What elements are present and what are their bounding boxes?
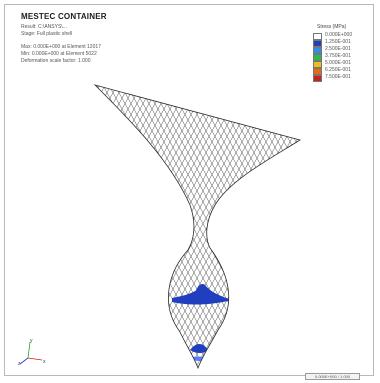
legend-swatch xyxy=(313,33,322,40)
legend-entry: 3.750E-001 xyxy=(313,53,363,61)
stress-contour xyxy=(190,344,208,353)
legend-swatch xyxy=(313,54,322,61)
legend-label: 0.000E+000 xyxy=(325,32,353,38)
axis-triad-icon: x y z xyxy=(18,338,46,366)
legend-label: 5.000E-001 xyxy=(325,60,351,66)
status-indicator: 0.000E+000 / 1.000 xyxy=(305,373,360,380)
legend-swatch xyxy=(313,68,322,75)
stress-contour xyxy=(196,284,208,290)
legend-entry: 6.250E-001 xyxy=(313,67,363,75)
legend-swatch xyxy=(313,61,322,68)
triad-axis-label: y xyxy=(30,338,33,344)
legend-entry: 0.000E+000 xyxy=(313,32,363,40)
info-line: Result: C:\ANSYS\... xyxy=(21,24,67,30)
legend-label: 3.750E-001 xyxy=(325,53,351,59)
legend-entry: 1.250E-001 xyxy=(313,39,363,47)
legend-label: 7.500E-001 xyxy=(325,74,351,80)
stress-contour xyxy=(172,284,232,305)
legend-swatch xyxy=(313,47,322,54)
info-line: Min: 0.000E+000 at Element 5022 xyxy=(21,51,97,57)
legend-entry: 2.500E-001 xyxy=(313,46,363,54)
stress-contour xyxy=(188,356,210,361)
model-title: MESTEC CONTAINER xyxy=(21,12,107,21)
legend-title: Stress (MPa) xyxy=(317,24,347,30)
triad-axis-label: z xyxy=(18,361,21,366)
mesh-surface xyxy=(95,85,300,368)
triad-axis-label: x xyxy=(43,359,46,365)
info-line: Stage: Full plastic shell xyxy=(21,31,73,37)
info-line: Deformation scale factor: 1.000 xyxy=(21,58,91,64)
info-line: Max: 0.000E+000 at Element 12017 xyxy=(21,44,101,50)
legend-swatch xyxy=(313,75,322,82)
legend-entry: 7.500E-001 xyxy=(313,74,363,82)
legend-label: 2.500E-001 xyxy=(325,46,351,52)
legend-entry: 5.000E-001 xyxy=(313,60,363,68)
legend-label: 1.250E-001 xyxy=(325,39,351,45)
legend-swatch xyxy=(313,40,322,47)
legend-label: 6.250E-001 xyxy=(325,67,351,73)
